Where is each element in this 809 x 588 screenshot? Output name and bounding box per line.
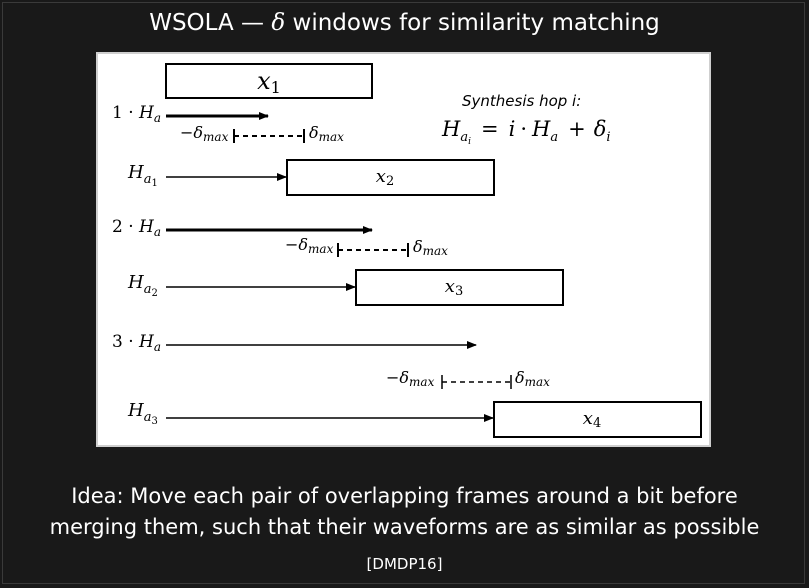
delta-max-label-1: δmax (309, 123, 344, 144)
frame-label-3: x3 (445, 276, 463, 299)
delta-min-label-1: −δmax (180, 123, 229, 144)
frame-box-1 (165, 63, 373, 99)
slide-caption: Idea: Move each pair of overlapping fram… (20, 481, 789, 543)
citation: [DMDP16] (366, 555, 443, 573)
synthesis-hop-label: Synthesis hop i: (462, 92, 581, 110)
delta-max-label-3: δmax (515, 368, 550, 389)
title-suffix: windows for similarity matching (285, 10, 660, 36)
title-delta-symbol: δ (271, 10, 286, 36)
wsola-diagram-svg: x1 1 · Ha −δmax δmax Synthesis hop i: Ha… (112, 63, 702, 438)
hop-label-1: 1 · Ha (112, 103, 161, 125)
frame-label-4: x4 (583, 408, 601, 431)
delta-min-label-3: −δmax (386, 368, 435, 389)
hop-label-2: 2 · Ha (112, 217, 161, 239)
delta-min-label-2: −δmax (285, 235, 334, 256)
synthesis-hop-label-1: Ha1 (127, 162, 158, 189)
frame-box-4 (493, 401, 702, 438)
wsola-diagram: x1 1 · Ha −δmax δmax Synthesis hop i: Ha… (96, 52, 711, 447)
frame-label-1: x1 (257, 67, 281, 97)
synthesis-hop-label-2: Ha2 (127, 272, 158, 299)
frame-box-3 (355, 269, 564, 306)
synthesis-formula: Hai=i·Ha+δi (441, 117, 611, 147)
caption-line-1: Idea: Move each pair of overlapping fram… (71, 484, 738, 508)
frame-box-2 (286, 159, 495, 196)
frame-label-2: x2 (376, 166, 394, 189)
title-prefix: WSOLA — (149, 10, 272, 36)
delta-max-label-2: δmax (413, 237, 448, 258)
slide-title: WSOLA — δ windows for similarity matchin… (0, 10, 809, 36)
hop-label-3: 3 · Ha (112, 332, 161, 354)
caption-line-2: merging them, such that their waveforms … (49, 515, 760, 539)
synthesis-hop-label-3: Ha3 (127, 400, 158, 427)
